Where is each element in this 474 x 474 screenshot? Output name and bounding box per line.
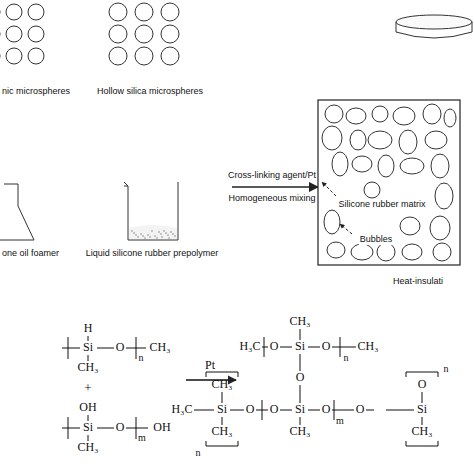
leader-line [340,224,352,234]
chemical-symbol: Pt [205,359,215,372]
chemical-symbol: CH₃ [290,425,311,438]
chemical-symbol: Si [83,341,93,354]
process-arrow [232,186,318,188]
caption-label: Silicone rubber matrix [337,200,426,210]
chemical-symbol: O [116,341,125,354]
chemical-symbol: Si [295,340,305,353]
chemical-symbol: O [418,378,427,391]
chemical-symbol: H₃C [240,340,261,353]
chemical-bonds [62,329,438,446]
chemical-symbol: O [246,403,255,416]
chemical-symbol: O [270,403,279,416]
chemical-symbol: m [138,432,146,443]
caption-label: Hollow silica microspheres [97,87,203,97]
caption-label: nic microspheres [2,87,70,97]
chemical-symbol: O [116,421,125,434]
chemical-symbol: CH₃ [212,425,233,438]
chemical-symbol: O [322,403,331,416]
chemical-symbol: CH₃ [358,340,379,353]
caption-label: one oil foamer [2,249,59,259]
chemical-symbol: OH [153,421,170,434]
leader-line [322,182,336,196]
caption-label: Liquid silicone rubber prepolymer [86,249,219,259]
petri-dish [396,15,472,38]
chemical-symbol: CH₃ [290,315,311,328]
chemical-symbol: O [322,340,331,353]
chemical-symbol: H₃C [172,403,193,416]
chemical-symbol: CH₃ [412,425,433,438]
chemical-symbol: OH [79,401,96,414]
caption-label: Homogeneous mixing [228,194,315,204]
beaker [124,182,178,240]
chemical-symbol: m [336,415,344,426]
chemical-symbol: Si [417,403,427,416]
chemical-symbol: n [196,447,201,458]
chemical-symbol: H [84,322,93,335]
flask [0,184,34,240]
chemical-symbol: + [84,381,91,395]
chemical-symbol: Si [217,403,227,416]
chemical-symbol: CH₃ [212,378,233,391]
caption-label: Bubbles [359,235,394,245]
chemical-symbol: O [296,371,305,384]
composite-block [318,100,460,265]
chemical-symbol: O [270,340,279,353]
chemical-symbol: Si [295,403,305,416]
chemical-symbol: n [344,352,349,363]
chemical-symbol: Si [83,421,93,434]
caption-label: Heat-insulati [393,277,443,287]
chemical-symbol: CH₃ [78,441,99,454]
chemical-symbol: n [444,363,449,374]
chemical-symbol: O [356,403,365,416]
chemical-symbol: n [139,352,144,363]
chemical-symbol: CH₃ [150,341,171,354]
caption-label: Cross-linking agent/Pt [228,171,316,181]
chemical-symbol: CH₃ [78,361,99,374]
